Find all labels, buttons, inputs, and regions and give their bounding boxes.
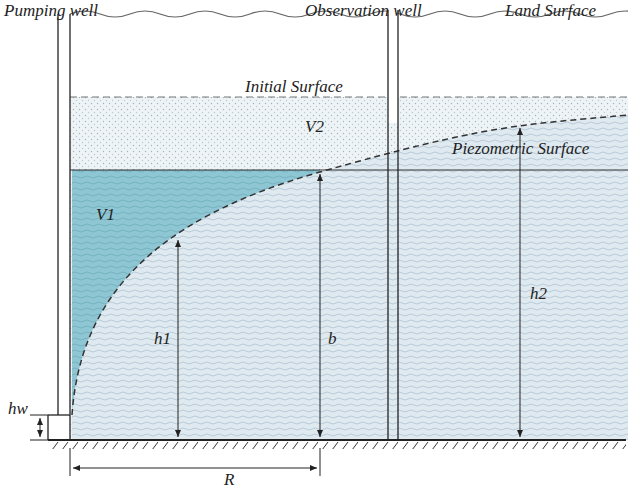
volume-label: V1	[96, 206, 115, 225]
surface-label: Land Surface	[505, 2, 596, 21]
surface-label: Piezometric Surface	[452, 140, 589, 159]
dimension-label: h2	[530, 285, 547, 304]
dimension-label: h1	[154, 330, 171, 349]
well-label: Pumping well	[4, 2, 98, 21]
dimension-label: R	[224, 471, 234, 490]
dimension-label: b	[328, 330, 337, 349]
volume-label: V2	[305, 118, 324, 137]
surface-label: Initial Surface	[245, 78, 343, 97]
well-label: Observation well	[305, 2, 422, 21]
dimension-label: hw	[8, 400, 28, 419]
